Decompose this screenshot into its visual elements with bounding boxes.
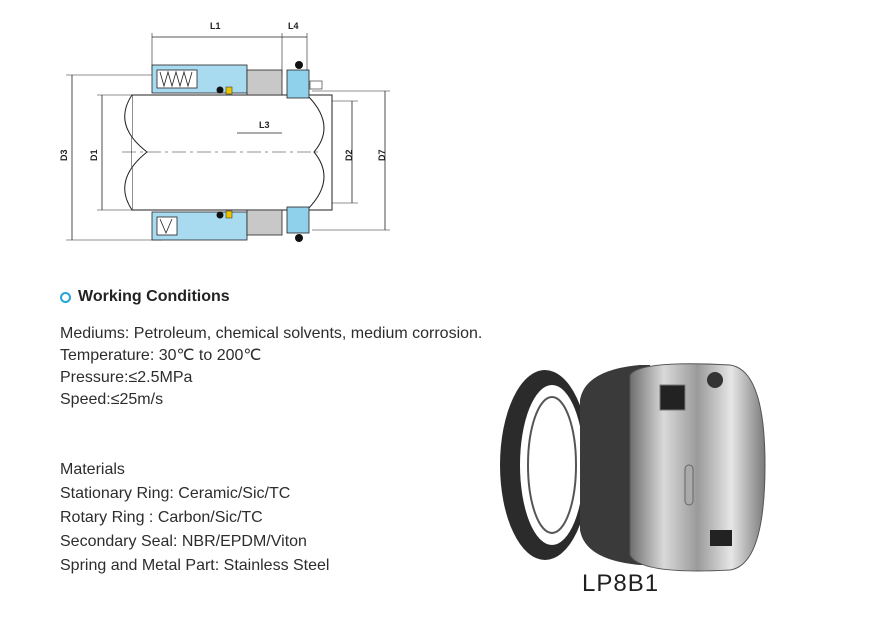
dim-label-d1: D1 <box>89 149 99 161</box>
material-stationary-ring: Stationary Ring: Ceramic/Sic/TC <box>60 485 291 502</box>
mechanical-seal-illustration <box>500 363 766 572</box>
condition-speed: Speed:≤25m/s <box>60 391 164 408</box>
dim-label-l3: L3 <box>259 120 270 130</box>
dim-label-d2: D2 <box>344 149 354 161</box>
section-title: Working Conditions <box>78 288 230 305</box>
material-secondary-seal: Secondary Seal: NBR/EPDM/Viton <box>60 533 307 550</box>
condition-pressure: Pressure:≤2.5MPa <box>60 369 193 386</box>
product-model-label: LP8B1 <box>582 570 660 597</box>
materials-list: Materials Stationary Ring: Ceramic/Sic/T… <box>60 458 329 578</box>
ring-icon <box>60 291 71 303</box>
working-conditions-heading: Working Conditions <box>60 288 230 306</box>
materials-heading: Materials <box>60 461 125 478</box>
seal-technical-drawing: L1 L4 D3 D1 D2 D7 L3 <box>52 15 397 247</box>
material-spring-metal: Spring and Metal Part: Stainless Steel <box>60 557 330 574</box>
seal-cross-section-svg: L1 L4 D3 D1 D2 D7 L3 <box>59 21 390 242</box>
dim-label-d3: D3 <box>59 149 69 161</box>
material-rotary-ring: Rotary Ring : Carbon/Sic/TC <box>60 509 263 526</box>
dim-label-l1: L1 <box>210 21 221 31</box>
conditions-list: Mediums: Petroleum, chemical solvents, m… <box>60 323 482 411</box>
dim-label-l4: L4 <box>288 21 299 31</box>
product-photo <box>480 345 780 585</box>
dim-label-d7: D7 <box>377 149 387 161</box>
condition-mediums: Mediums: Petroleum, chemical solvents, m… <box>60 325 483 342</box>
condition-temperature: Temperature: 30℃ to 200℃ <box>60 347 262 364</box>
